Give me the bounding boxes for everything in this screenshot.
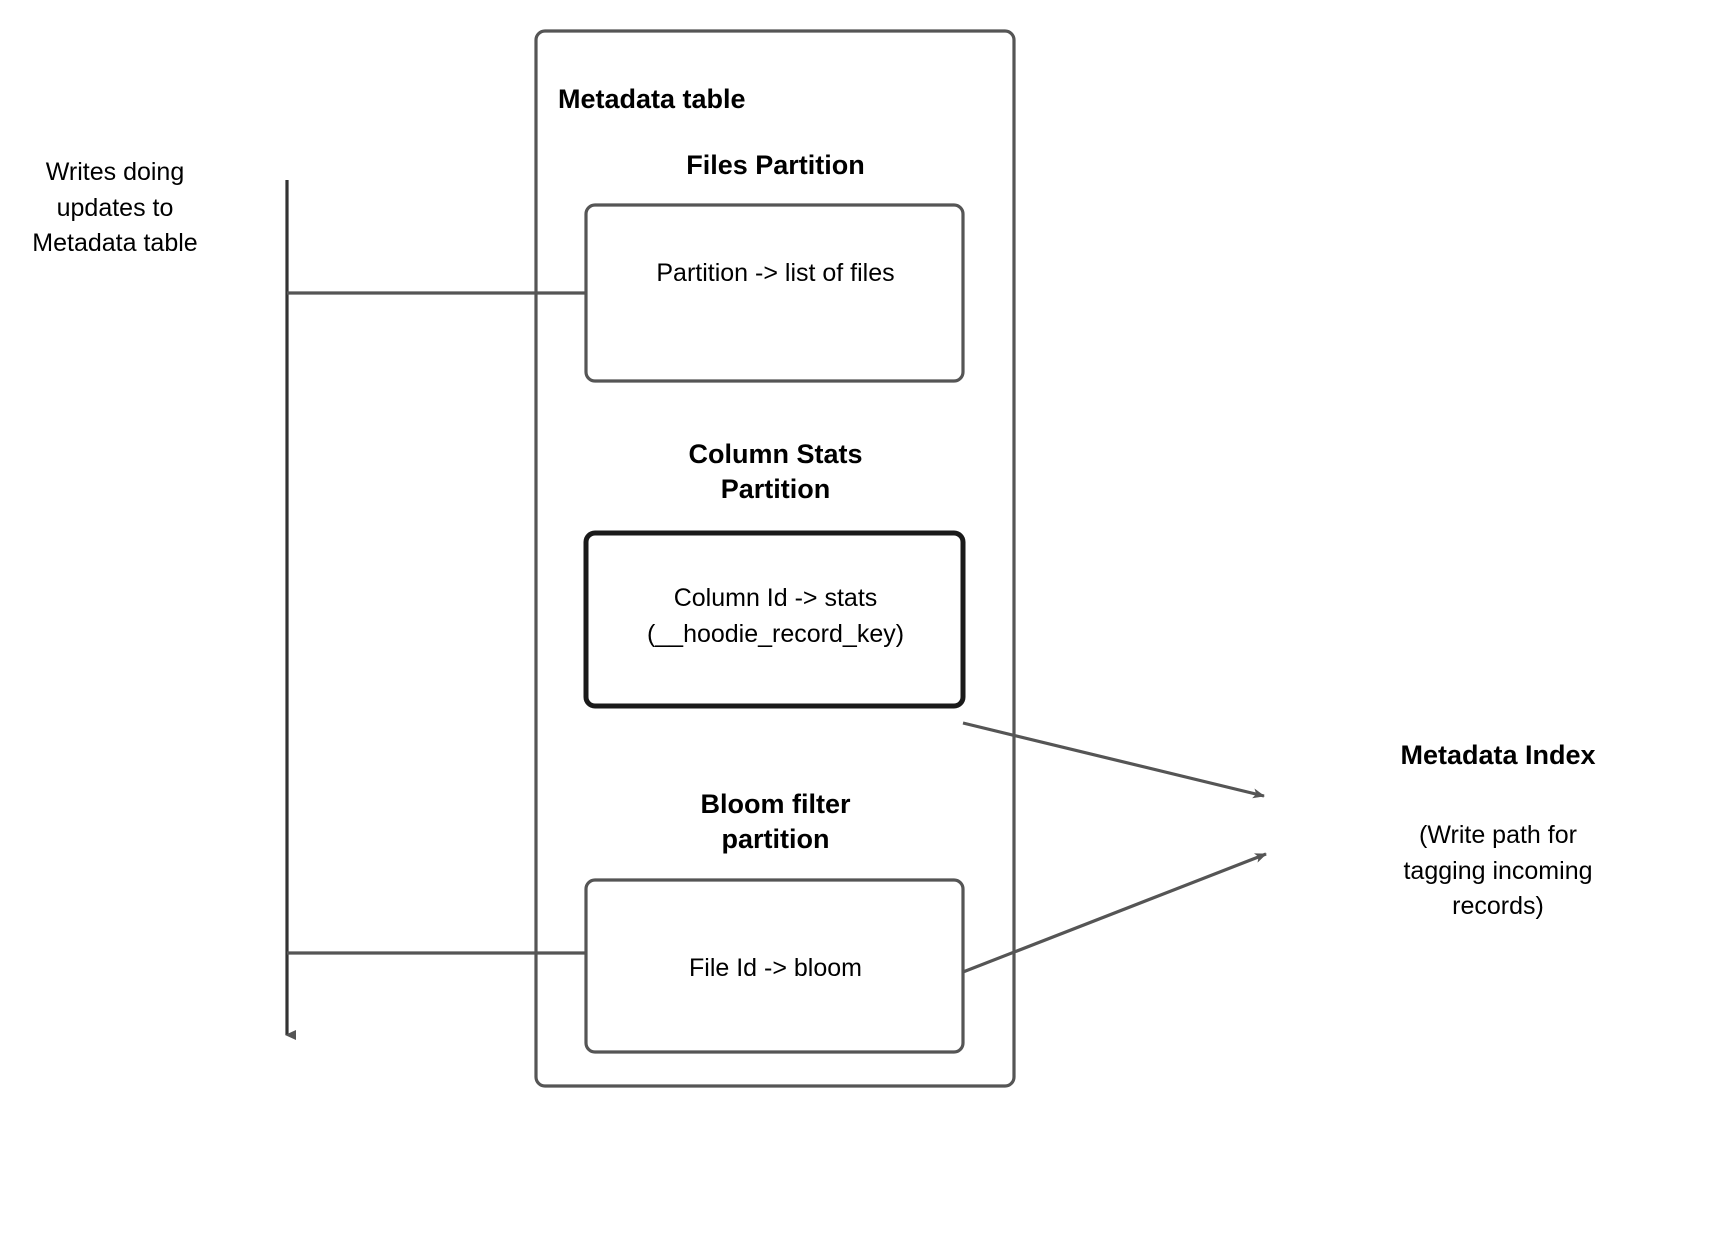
files-partition-box-label: Partition -> list of files	[656, 259, 895, 287]
bloom-filter-box-label: File Id -> bloom	[689, 954, 862, 982]
files-partition-header: Files Partition	[686, 150, 865, 180]
column-stats-partition-header: Column Stats Partition	[688, 439, 863, 505]
writes-annotation-label: Writes doing updates to Metadata table	[32, 158, 198, 257]
column-stats-box-label: Column Id -> stats (__hoodie_record_key)	[646, 584, 905, 649]
metadata-index-note: (Write path for tagging incoming records…	[1403, 821, 1593, 920]
column-stats-to-index-arrow	[962, 721, 1265, 799]
files-partition-box	[584, 203, 965, 383]
metadata-index-title: Metadata Index	[1400, 740, 1596, 770]
metadata-table-container	[534, 29, 1016, 1088]
metadata-table-title: Metadata table	[558, 84, 746, 114]
bloom-to-index-arrow	[962, 852, 1267, 974]
bloom-filter-partition-header: Bloom filter partition	[700, 789, 851, 855]
